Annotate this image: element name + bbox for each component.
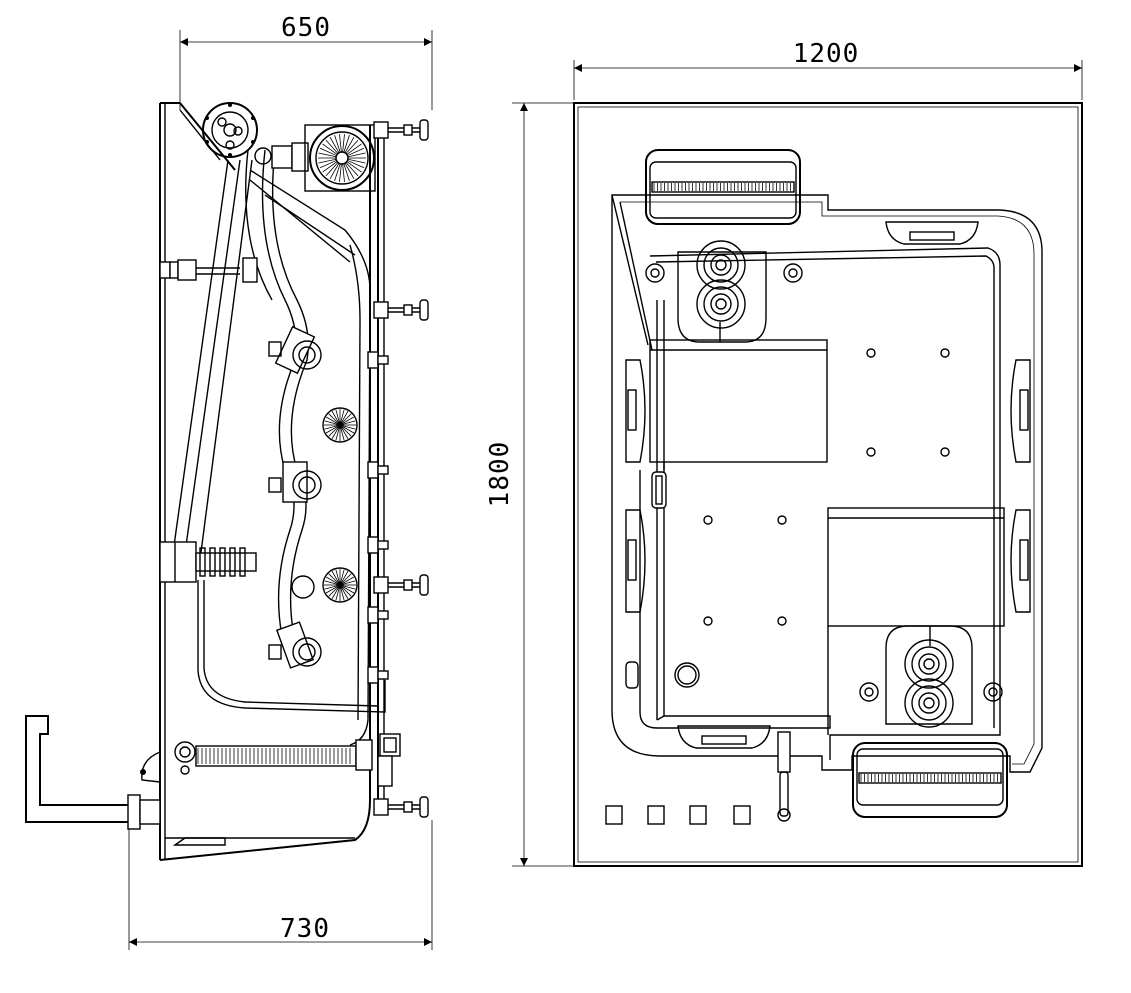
top-pillow-lower bbox=[852, 742, 1008, 818]
top-pillow-upper bbox=[645, 149, 801, 225]
top-floor-air-jets bbox=[703, 348, 950, 626]
side-view: 650 730 bbox=[25, 13, 433, 950]
side-jet-nozzles bbox=[291, 340, 322, 667]
side-pump-motor bbox=[202, 102, 258, 158]
dimension-650: 650 bbox=[179, 13, 433, 110]
side-leveling-feet bbox=[373, 119, 429, 818]
dimension-label-650: 650 bbox=[281, 13, 331, 43]
dimension-label-1800: 1800 bbox=[485, 441, 515, 508]
top-upper-seat bbox=[649, 251, 828, 470]
dimension-1200: 1200 bbox=[573, 39, 1083, 100]
top-handshower bbox=[777, 731, 791, 822]
top-shell-outline bbox=[611, 194, 1043, 773]
top-drain bbox=[674, 662, 700, 688]
top-upper-twin-jets bbox=[645, 240, 803, 329]
dimension-label-1200: 1200 bbox=[793, 39, 860, 69]
side-waste-pipe bbox=[25, 715, 161, 830]
side-blower-rack bbox=[195, 547, 257, 577]
top-lower-seat bbox=[827, 507, 1005, 735]
top-lower-twin-jets bbox=[859, 639, 1003, 728]
top-view: 1200 1800 bbox=[485, 39, 1083, 867]
side-drain-bar bbox=[174, 733, 401, 787]
dimension-1800: 1800 bbox=[485, 102, 574, 867]
side-right-fittings bbox=[367, 351, 389, 684]
dimension-730: 730 bbox=[128, 820, 433, 950]
side-return-pipe bbox=[197, 580, 386, 713]
side-air-jets bbox=[322, 407, 358, 603]
top-control-buttons bbox=[605, 805, 751, 825]
top-wall-jets bbox=[625, 221, 1031, 749]
side-jet-hose bbox=[245, 149, 316, 669]
dimension-label-730: 730 bbox=[280, 914, 330, 944]
side-inlet-fitting bbox=[159, 257, 258, 283]
side-fan-assembly bbox=[254, 124, 376, 192]
top-inner-basin bbox=[649, 247, 1001, 760]
side-frame-tube bbox=[159, 159, 253, 583]
top-outer-rim bbox=[573, 102, 1083, 867]
